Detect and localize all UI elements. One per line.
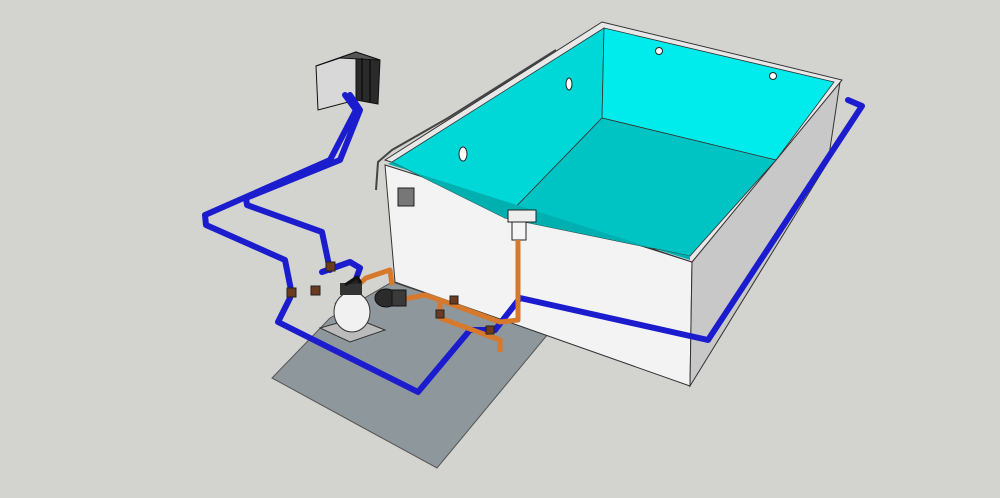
skimmer	[507, 209, 537, 241]
valve-fitting	[449, 295, 459, 305]
pipe-heatpump-out	[202, 92, 359, 298]
junction-box	[397, 187, 415, 207]
return-jet	[769, 72, 777, 80]
return-jet	[655, 47, 663, 55]
pump	[374, 288, 407, 308]
return-jet	[565, 77, 573, 91]
electric-cable	[375, 49, 557, 191]
pipe-return-main	[492, 97, 865, 343]
valve-fitting	[485, 325, 495, 335]
sand-filter	[318, 274, 387, 343]
valve-fitting	[435, 309, 445, 319]
return-jet	[458, 146, 468, 162]
valve-fitting	[325, 261, 336, 272]
valve-fitting	[286, 287, 297, 298]
pipe-heatpump-in	[243, 92, 363, 273]
water-front-left	[388, 162, 690, 260]
pipe-skimmer-suction	[399, 240, 521, 325]
valve-fitting	[310, 285, 321, 296]
